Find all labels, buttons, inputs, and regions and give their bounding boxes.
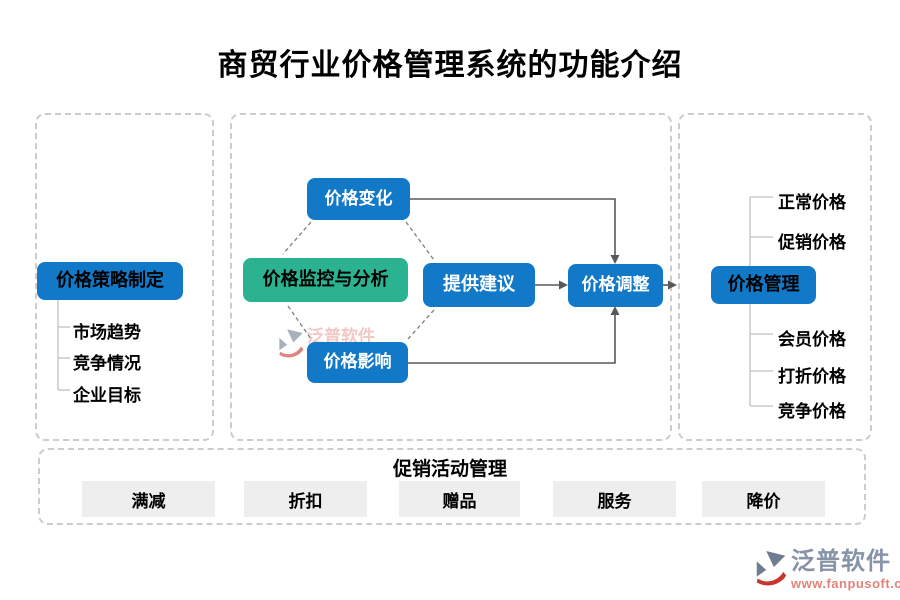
node-price-strategy: 价格策略制定 xyxy=(37,262,183,300)
fanpu-logo-icon xyxy=(756,550,787,586)
watermark-brand: 泛普软件 xyxy=(791,548,891,575)
watermark-bottom-right: 泛普软件 www.fanpusoft.com xyxy=(753,550,900,590)
node-price-adjust: 价格调整 xyxy=(568,264,663,307)
manage-item-discount-price: 打折价格 xyxy=(778,367,846,386)
node-price-monitor-analysis: 价格监控与分析 xyxy=(243,258,408,302)
promo-section-title: 促销活动管理 xyxy=(392,459,507,480)
promo-button-service: 服务 xyxy=(553,481,676,517)
node-price-impact: 价格影响 xyxy=(307,342,408,383)
strategy-item-competition: 竞争情况 xyxy=(73,354,141,373)
node-provide-suggestion: 提供建议 xyxy=(423,263,535,307)
manage-item-competitive-price: 竞争价格 xyxy=(778,402,846,421)
manage-item-promo-price: 促销价格 xyxy=(778,233,846,252)
panel-price-strategy xyxy=(35,113,214,441)
promo-button-discount: 折扣 xyxy=(244,481,367,517)
page-title: 商贸行业价格管理系统的功能介绍 xyxy=(217,49,683,82)
promo-button-price-cut: 降价 xyxy=(702,481,825,517)
fanpu-logo-icon xyxy=(279,329,304,358)
manage-item-normal-price: 正常价格 xyxy=(778,193,846,212)
strategy-item-market-trend: 市场趋势 xyxy=(73,323,141,342)
panel-price-manage xyxy=(678,113,872,441)
node-price-change: 价格变化 xyxy=(307,178,410,220)
promo-button-gift: 赠品 xyxy=(399,481,520,517)
panel-price-monitor xyxy=(230,113,672,441)
watermark-url: www.fanpusoft.com xyxy=(791,576,900,591)
manage-item-member-price: 会员价格 xyxy=(778,330,846,349)
panel-promo-activities xyxy=(38,448,866,525)
promo-button-full-reduction: 满减 xyxy=(82,481,215,517)
watermark-brand: 泛普软件 xyxy=(307,327,375,346)
node-price-manage: 价格管理 xyxy=(711,266,816,304)
strategy-item-company-goal: 企业目标 xyxy=(73,386,141,405)
